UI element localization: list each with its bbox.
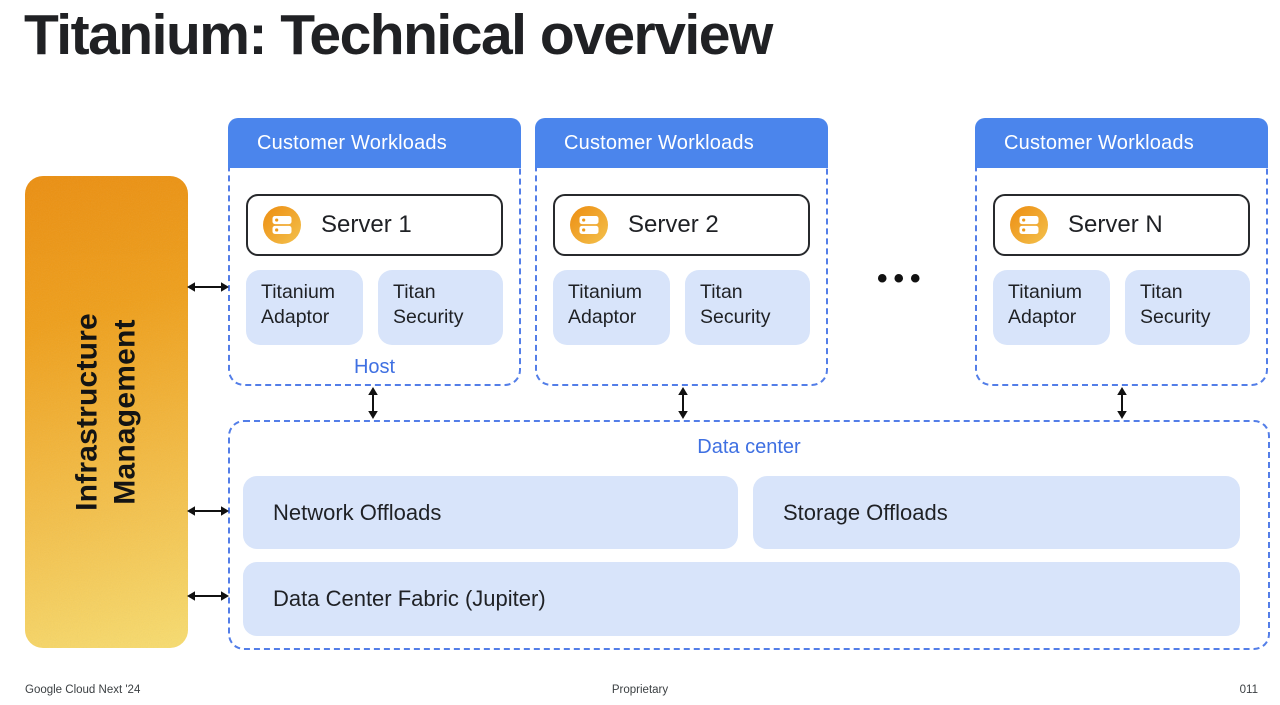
customer-workloads-header: Customer Workloads <box>975 118 1268 168</box>
more-servers-ellipsis: ••• <box>877 262 927 295</box>
data-center-fabric-box: Data Center Fabric (Jupiter) <box>243 562 1240 636</box>
footer-event: Google Cloud Next '24 <box>25 684 141 696</box>
data-center-box: Data center Network Offloads Storage Off… <box>228 420 1270 650</box>
titan-security-chip: Titan Security <box>685 270 810 345</box>
slide-title: Titanium: Technical overview <box>24 3 773 67</box>
server-label: Server N <box>1068 211 1163 238</box>
storage-offloads-box: Storage Offloads <box>753 476 1240 549</box>
card-body: Server 2 Titanium Adaptor Titan Security <box>537 168 826 386</box>
customer-workloads-header: Customer Workloads <box>535 118 828 168</box>
customer-workloads-card-n: Customer Workloads Server N Titanium Ada… <box>975 118 1268 386</box>
customer-workloads-card-1: Customer Workloads Server 1 Titanium Ada… <box>228 118 521 386</box>
server-box: Server N <box>993 194 1250 256</box>
network-offloads-box: Network Offloads <box>243 476 738 549</box>
titan-security-chip: Titan Security <box>1125 270 1250 345</box>
arrow-hostn-datacenter <box>1117 387 1127 419</box>
server-icon <box>570 206 608 244</box>
server-box: Server 2 <box>553 194 810 256</box>
infra-line-1: Infrastructure <box>70 313 104 511</box>
card-body: Server N Titanium Adaptor Titan Security <box>977 168 1266 386</box>
arrow-infra-host <box>187 282 229 292</box>
arrow-infra-network <box>187 506 229 516</box>
data-center-label: Data center <box>697 436 801 458</box>
server-icon <box>1010 206 1048 244</box>
server-label: Server 2 <box>628 211 719 238</box>
footer-classification: Proprietary <box>611 684 669 696</box>
card-body: Server 1 Titanium Adaptor Titan Security… <box>230 168 519 386</box>
arrow-infra-fabric <box>187 591 229 601</box>
host-label: Host <box>353 356 396 378</box>
server-box: Server 1 <box>246 194 503 256</box>
server-label: Server 1 <box>321 211 412 238</box>
arrow-host2-datacenter <box>678 387 688 419</box>
titanium-adaptor-chip: Titanium Adaptor <box>246 270 363 345</box>
footer-page-number: 011 <box>1239 684 1258 696</box>
grain-texture <box>25 176 188 648</box>
server-icon <box>263 206 301 244</box>
infra-line-2: Management <box>108 319 142 505</box>
customer-workloads-card-2: Customer Workloads Server 2 Titanium Ada… <box>535 118 828 386</box>
arrow-host1-datacenter <box>368 387 378 419</box>
titan-security-chip: Titan Security <box>378 270 503 345</box>
titanium-adaptor-chip: Titanium Adaptor <box>993 270 1110 345</box>
titanium-adaptor-chip: Titanium Adaptor <box>553 270 670 345</box>
customer-workloads-header: Customer Workloads <box>228 118 521 168</box>
